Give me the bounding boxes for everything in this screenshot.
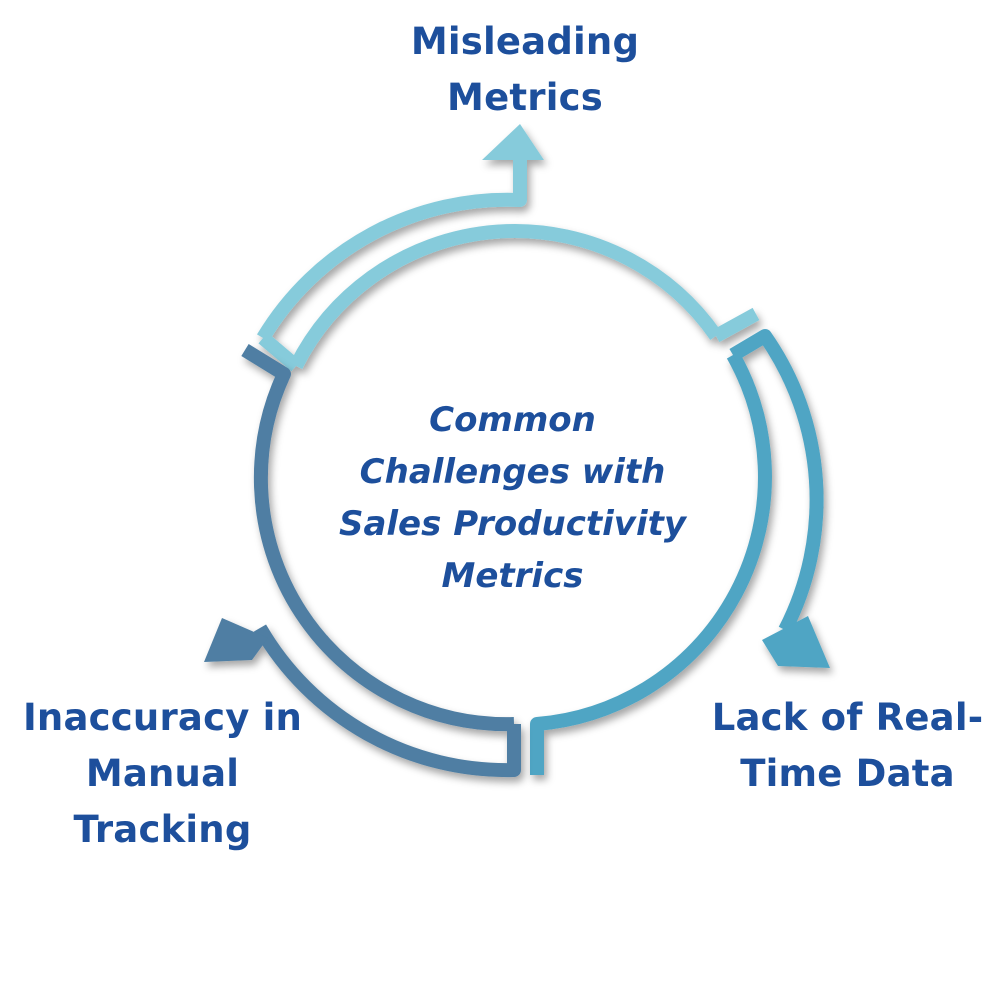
arc-lack-of-real-time-data bbox=[530, 329, 830, 775]
arc-misleading-metrics-outer bbox=[257, 160, 527, 342]
label-misleading-metrics: Misleading Metrics bbox=[360, 14, 690, 126]
center-title: Common Challenges with Sales Productivit… bbox=[320, 394, 705, 602]
arrow-up-icon bbox=[482, 124, 544, 160]
arrow-left-icon bbox=[204, 618, 268, 662]
arc-inaccuracy-in-manual-tracking-inner bbox=[241, 344, 515, 732]
arc-lack-of-real-time-data-outer bbox=[729, 329, 824, 634]
label-line: Time Data bbox=[740, 752, 955, 795]
center-title-line: Metrics bbox=[441, 556, 584, 596]
label-line: Manual bbox=[85, 752, 240, 795]
label-line: Misleading bbox=[410, 20, 640, 63]
label-line: Lack of Real- bbox=[711, 696, 984, 739]
arc-misleading-metrics bbox=[257, 124, 760, 372]
arc-misleading-metrics-tick bbox=[712, 307, 760, 343]
label-line: Inaccuracy in bbox=[22, 696, 303, 739]
center-title-line: Sales Productivity bbox=[338, 504, 687, 544]
label-line: Metrics bbox=[447, 76, 603, 119]
center-title-line: Challenges with bbox=[359, 452, 666, 492]
arc-inaccuracy-in-manual-tracking bbox=[204, 344, 521, 778]
arc-misleading-metrics-cap bbox=[258, 332, 301, 372]
arc-inaccuracy-in-manual-tracking-outer bbox=[253, 624, 521, 778]
label-line: Tracking bbox=[73, 808, 252, 851]
arrow-down-right-icon bbox=[762, 616, 830, 668]
arc-misleading-metrics-inner bbox=[289, 223, 722, 370]
center-title-line: Common bbox=[429, 400, 596, 440]
arc-lack-of-real-time-data-inner bbox=[530, 351, 772, 775]
label-inaccuracy-in-manual-tracking: Inaccuracy in Manual Tracking bbox=[0, 690, 325, 858]
label-lack-of-real-time-data: Lack of Real- Time Data bbox=[690, 690, 1000, 802]
